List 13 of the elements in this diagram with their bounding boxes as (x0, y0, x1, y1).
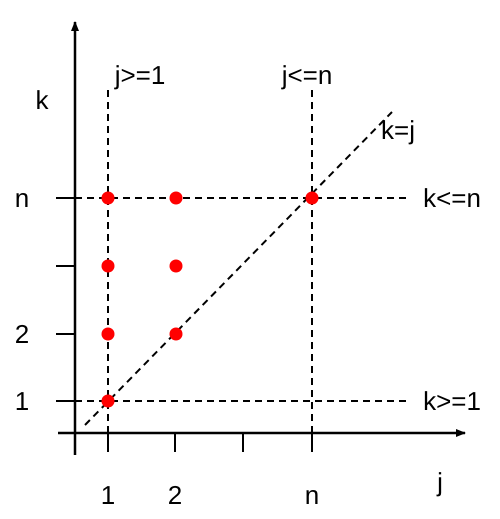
axis-label: j (437, 468, 443, 496)
tick-label: 2 (14, 320, 30, 348)
constraint-label: j<=n (282, 61, 332, 89)
constraint-label: j>=1 (114, 61, 166, 89)
tick-label: n (304, 481, 320, 509)
axis-label: k (36, 86, 48, 114)
tick-label: 1 (14, 387, 30, 415)
tick-label: 1 (100, 481, 116, 509)
constraint-label: k>=1 (423, 387, 481, 415)
constraint-label: k<=n (423, 184, 481, 212)
tick-label: 2 (168, 481, 182, 509)
tick-label: n (14, 184, 30, 212)
constraint-label: k=j (381, 116, 415, 144)
